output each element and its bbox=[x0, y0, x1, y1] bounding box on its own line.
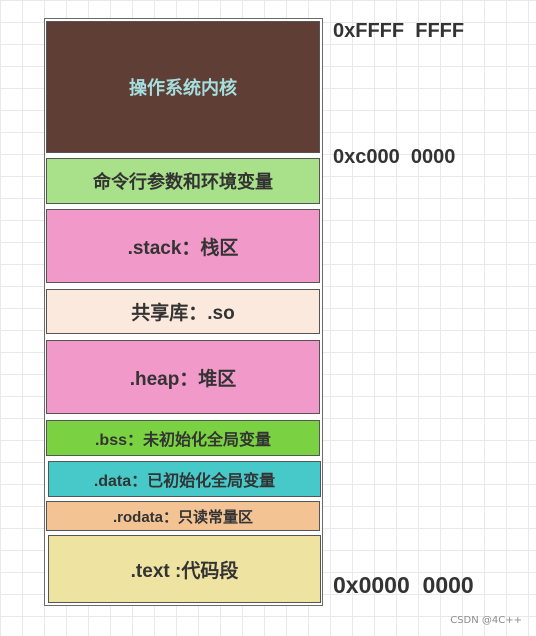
rodata-label: .rodata：只读常量区 bbox=[112, 508, 253, 526]
rodata-segment: .rodata：只读常量区 bbox=[46, 501, 320, 531]
bss-label: .bss：未初始化全局变量 bbox=[94, 432, 272, 449]
bss-segment: .bss：未初始化全局变量 bbox=[46, 420, 320, 456]
cmdline-env-segment: 命令行参数和环境变量 bbox=[46, 158, 320, 204]
shared-lib-label: 共享库：.so bbox=[131, 303, 235, 324]
address-bottom: 0x0000 0000 bbox=[333, 572, 474, 598]
heap-label: .heap：堆区 bbox=[129, 368, 237, 390]
text-segment: .text :代码段 bbox=[48, 535, 321, 603]
heap-segment: .heap：堆区 bbox=[46, 340, 320, 414]
address-kernel-boundary: 0xc000 0000 bbox=[333, 146, 456, 168]
stack-segment: .stack：栈区 bbox=[46, 209, 320, 283]
watermark: CSDN @4C++ bbox=[450, 615, 522, 626]
cmdline-env-label: 命令行参数和环境变量 bbox=[93, 172, 273, 192]
kernel-segment: 操作系统内核 bbox=[46, 21, 320, 153]
shared-lib-segment: 共享库：.so bbox=[46, 289, 320, 334]
address-top: 0xFFFF FFFF bbox=[333, 20, 465, 42]
data-segment: .data：已初始化全局变量 bbox=[48, 461, 321, 497]
data-label: .data：已初始化全局变量 bbox=[93, 473, 276, 490]
text-label: .text :代码段 bbox=[130, 560, 239, 582]
stack-label: .stack：栈区 bbox=[127, 237, 239, 259]
kernel-label: 操作系统内核 bbox=[129, 78, 237, 98]
